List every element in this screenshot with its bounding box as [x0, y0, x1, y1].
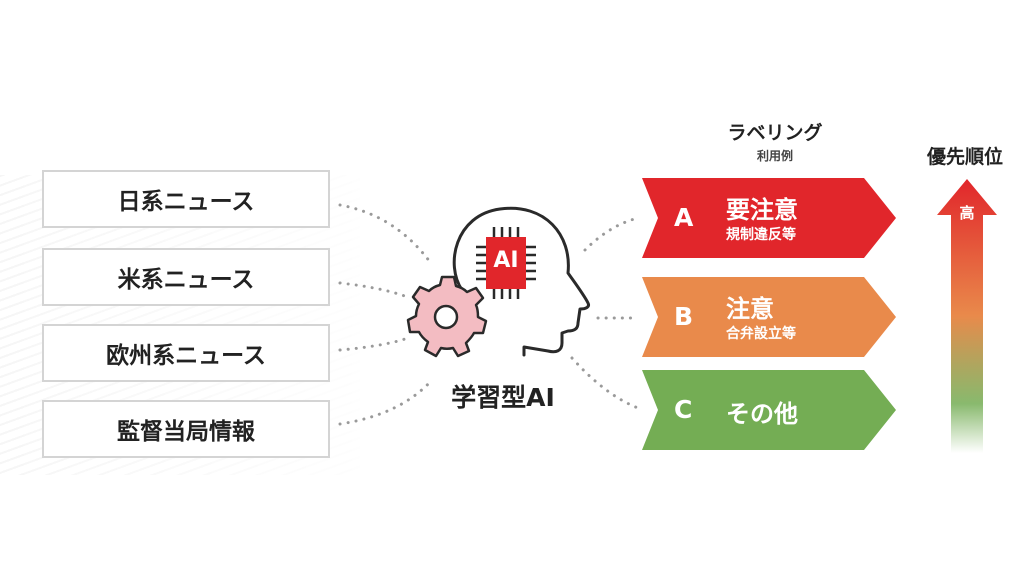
connector-label-c — [570, 356, 640, 410]
priority-high-label: 高 — [959, 204, 975, 222]
label-title: その他 — [726, 400, 798, 428]
connector-source-3 — [338, 336, 410, 352]
arrow-shape — [642, 370, 896, 450]
labeling-heading: ラベリング — [727, 122, 823, 144]
head-outline — [452, 206, 590, 357]
connector-label-a — [583, 216, 640, 252]
arrow-shape — [642, 277, 896, 357]
label-arrow-c: C その他 — [642, 370, 896, 450]
source-box-regulator-info: 監督当局情報 — [42, 400, 330, 458]
label-letter: C — [674, 395, 693, 424]
label-subtitle: 合弁設立等 — [726, 326, 796, 342]
labeling-subheading: 利用例 — [756, 149, 793, 163]
ai-caption: 学習型AI — [451, 383, 555, 412]
connector-source-1 — [338, 203, 432, 264]
ai-chip-label: AI — [493, 248, 519, 273]
ai-head-gear-icon — [406, 206, 590, 358]
source-label: 米系ニュース — [117, 267, 255, 293]
priority-heading: 優先順位 — [926, 146, 1003, 168]
source-box-japanese-news: 日系ニュース — [42, 170, 330, 228]
label-arrow-a: A 要注意 規制違反等 — [642, 178, 896, 258]
arrow-shape — [642, 178, 896, 258]
source-box-us-news: 米系ニュース — [42, 248, 330, 306]
gear-icon — [406, 275, 488, 358]
connector-source-4 — [338, 378, 434, 426]
connector-source-2 — [338, 281, 412, 300]
source-label: 欧州系ニュース — [106, 343, 266, 369]
priority-arrow — [937, 179, 997, 453]
label-title: 注意 — [726, 295, 774, 323]
label-arrow-b: B 注意 合弁設立等 — [642, 277, 896, 357]
source-label: 日系ニュース — [117, 189, 255, 215]
ai-chip — [486, 237, 526, 289]
label-subtitle: 規制違反等 — [726, 227, 796, 243]
label-letter: A — [674, 203, 694, 232]
source-box-european-news: 欧州系ニュース — [42, 324, 330, 382]
label-title: 要注意 — [726, 196, 798, 224]
source-label: 監督当局情報 — [117, 419, 255, 445]
label-letter: B — [674, 302, 694, 331]
